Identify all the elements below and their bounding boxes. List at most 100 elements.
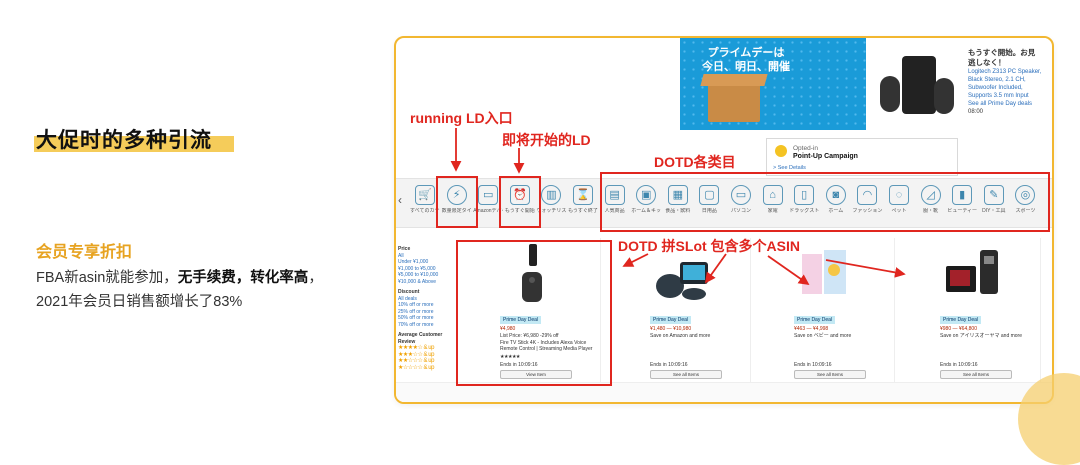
category-label: 日用品 (701, 208, 717, 214)
category-tools[interactable]: ✎DIY・工具 (979, 183, 1009, 223)
filter-option[interactable]: ★☆☆☆☆ & up (398, 364, 434, 371)
product-image[interactable] (504, 242, 560, 306)
filter-option[interactable]: Under ¥1,000 (398, 259, 429, 265)
view-deal-button[interactable]: See all Items (650, 370, 722, 379)
category-label: もうすぐ終了 (568, 208, 598, 214)
list-price: List Price: ¥6,980 -29% off (500, 333, 559, 339)
category-appliance[interactable]: ▣ホーム＆キッチン (631, 183, 661, 223)
category-monitor[interactable]: ▭パソコン (726, 183, 756, 223)
product-image[interactable] (798, 242, 854, 306)
point-up-details-link[interactable]: > See Details (773, 165, 806, 171)
category-cosmetics[interactable]: ▮ビューティー (947, 183, 977, 223)
category-label: 家電 (767, 208, 778, 214)
filter-option[interactable]: All (398, 252, 404, 259)
grocery-icon: ▦ (667, 185, 688, 205)
filter-option[interactable]: 70% off or more (398, 321, 434, 328)
speaker-ad-text: もうすぐ開始。お見逃しなく！ Logitech Z313 PC Speaker,… (968, 48, 1042, 116)
annotation-dotd-slot: DOTD 拼SLot 包含多个ASIN (618, 238, 800, 254)
category-label: 人気商品 (604, 208, 625, 214)
category-hourglass[interactable]: ⌛もうすぐ終了 (568, 183, 598, 223)
deal-badge: Prime Day Deal (940, 316, 982, 324)
category-bottle[interactable]: ▯ドラッグストア (789, 183, 819, 223)
camera-icon: ◙ (825, 185, 846, 205)
slide-title: 大促时的多种引流 (36, 129, 212, 152)
next-row-products (396, 382, 1052, 402)
speaker-ad-product: Logitech Z313 PC Speaker, Black Stereo, … (968, 69, 1042, 99)
amazon-screenshot-frame: プライムデーは 今日、明日、開催 もうすぐ開始。お見逃しなく！ Logitech… (394, 36, 1054, 404)
point-up-card[interactable]: Opted-in Point-Up Campaign > See Details (766, 138, 958, 176)
product-title[interactable]: Save on ベビー and more (794, 333, 852, 339)
household-icon: ▢ (699, 185, 720, 205)
category-grocery[interactable]: ▦食品・飲料 (663, 183, 693, 223)
filter-option[interactable]: ¥5,000 to ¥10,000 (398, 272, 439, 278)
category-cart[interactable]: 🛒 すべてのカテゴリー (410, 183, 440, 223)
product-title[interactable]: Fire TV Stick 4K - Includes Alexa Voice … (500, 340, 593, 352)
deal-price: ¥980 — ¥64,800 (940, 326, 977, 332)
fashion-icon: ◠ (857, 185, 878, 205)
category-toy[interactable]: ◌ペット (884, 183, 914, 223)
category-lightning[interactable]: ⚡数量限定タイムセール (442, 183, 472, 223)
category-fashion[interactable]: ◠ファッション (852, 183, 882, 223)
category-sports[interactable]: ◎スポーツ (1010, 183, 1040, 223)
view-deal-button[interactable]: See all Items (794, 370, 866, 379)
speaker-ad[interactable]: もうすぐ開始。お見逃しなく！ Logitech Z313 PC Speaker,… (872, 38, 1048, 134)
filter-option[interactable]: ★★★☆☆ & up (398, 351, 434, 358)
filter-option[interactable]: ¥1,000 to ¥5,000 (398, 265, 436, 272)
category-chart[interactable]: ▤人気商品 (600, 183, 630, 223)
product-image[interactable] (654, 242, 710, 306)
review-filter-heading: Average Customer Review (398, 332, 443, 345)
speaker-ad-link[interactable]: See all Prime Day deals (968, 101, 1033, 107)
category-label: スポーツ (1015, 208, 1036, 214)
product-rating: ★★★★★ (500, 354, 520, 360)
category-hanger[interactable]: ⌂家電 (758, 183, 788, 223)
category-label: パソコン (730, 208, 751, 214)
speaker-ad-date: 08:00 (968, 109, 984, 115)
category-label: すべてのカテゴリー (410, 208, 440, 214)
product-title[interactable]: Save on アイリスオーヤマ and more (940, 333, 1022, 339)
category-camera[interactable]: ◙ホーム (821, 183, 851, 223)
filter-option[interactable]: ★★★★☆ & up (398, 345, 434, 351)
filter-option[interactable]: All deals (398, 295, 417, 302)
product-title[interactable]: Save on Amazon and more (650, 333, 711, 339)
prime-day-banner[interactable]: プライムデーは 今日、明日、開催 (680, 38, 866, 130)
view-deal-button[interactable]: View Item (500, 370, 572, 379)
deal-price: ¥1,480 — ¥10,980 (650, 326, 692, 332)
category-household[interactable]: ▢ 日用品 (694, 183, 724, 223)
filter-option[interactable]: ¥10,000 & Above (398, 278, 437, 285)
desc-bold-1: 无手续费 (177, 270, 236, 286)
deal-badge: Prime Day Deal (500, 316, 542, 324)
devices-icon: ▭ (478, 185, 499, 205)
discount-filter-heading: Discount (398, 289, 420, 295)
deal-ends: Ends in 10:09:16 (500, 362, 538, 368)
filter-option[interactable]: 50% off or more (398, 315, 434, 321)
deal-price: ¥4,980 (500, 326, 516, 332)
view-deal-button[interactable]: See all Items (940, 370, 1012, 379)
category-shoe[interactable]: ◿服・靴 (916, 183, 946, 223)
nav-prev-arrow-icon[interactable]: ‹ (398, 193, 402, 207)
desc-text-1: FBA新asin就能参加， (36, 270, 178, 286)
category-book[interactable]: ▥ウォッチリスト (536, 183, 566, 223)
category-devices[interactable]: ▭Amazonデバイス (473, 183, 503, 223)
speaker-right-icon (934, 78, 954, 114)
deal-ends: Ends in 10:09:16 (650, 362, 688, 368)
category-alarm-clock[interactable]: ⏰もうすぐ開始 (505, 183, 535, 223)
book-icon: ▥ (541, 185, 562, 205)
cart-icon: 🛒 (415, 185, 435, 205)
dotd-categories-box (600, 172, 1050, 232)
product-image[interactable] (944, 242, 1000, 306)
running-ld-box (436, 176, 478, 228)
point-up-label: Opted-in (793, 145, 818, 152)
category-label: ビューティー (947, 208, 978, 214)
upcoming-ld-box (499, 176, 541, 228)
filter-option[interactable]: ★★☆☆☆ & up (398, 358, 434, 364)
deal-price: ¥463 — ¥4,998 (794, 326, 829, 332)
lightning-icon: ⚡ (446, 185, 467, 205)
filter-option[interactable]: 10% off or more (398, 302, 434, 308)
filter-option[interactable]: 25% off or more (398, 308, 434, 315)
desc-line-2: 2021年会员日销售额增长了83% (36, 294, 243, 310)
